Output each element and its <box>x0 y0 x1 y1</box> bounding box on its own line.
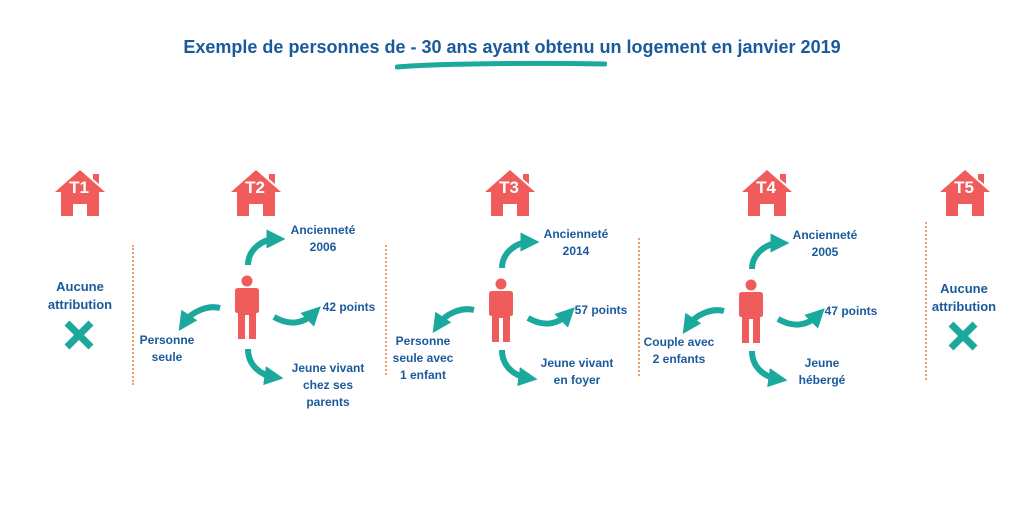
separator <box>638 238 640 376</box>
house-label: T4 <box>756 178 776 197</box>
house-label: T2 <box>245 178 265 197</box>
composition-text-t3: Personne seule avec 1 enfant <box>392 334 454 382</box>
house-icon-t4: T4 <box>740 168 796 218</box>
person-icon <box>739 279 763 343</box>
status-text-t1: Aucune attribution <box>47 279 113 312</box>
points-text-t4: 47 points <box>824 304 878 318</box>
house-icon-t1: T1 <box>53 168 109 218</box>
house-icon-t5: T5 <box>938 168 994 218</box>
house-label: T3 <box>499 178 519 197</box>
diagram-title: Exemple de personnes de - 30 ans ayant o… <box>183 37 841 57</box>
situation-text-t3: Jeune vivant en foyer <box>540 356 614 387</box>
profile-group-t3 <box>424 228 624 418</box>
x-icon <box>64 320 94 350</box>
arrows-icon <box>682 233 825 388</box>
separator <box>132 245 134 385</box>
x-icon <box>948 321 978 351</box>
situation-text-t2: Jeune vivant chez ses parents <box>291 361 365 409</box>
situation-text-t4: Jeune hébergé <box>798 356 846 387</box>
anciennete-text-t3: Ancienneté 2014 <box>543 227 609 258</box>
arrows-icon <box>432 232 575 387</box>
house-icon-t2: T2 <box>229 168 285 218</box>
house-icon-t3: T3 <box>483 168 539 218</box>
arrows-icon <box>178 229 321 386</box>
composition-text-t4: Couple avec 2 enfants <box>643 335 715 366</box>
points-text-t3: 57 points <box>574 303 628 317</box>
profile-group-t2 <box>170 225 370 415</box>
profile-group-t4 <box>674 229 874 419</box>
house-label: T5 <box>954 178 974 197</box>
anciennete-text-t4: Ancienneté 2005 <box>792 228 858 259</box>
points-text-t2: 42 points <box>322 300 376 314</box>
separator <box>385 245 387 375</box>
title-underline <box>395 60 607 70</box>
status-text-t5: Aucune attribution <box>931 281 997 314</box>
separator <box>925 222 927 380</box>
house-label: T1 <box>69 178 89 197</box>
person-icon <box>489 278 513 342</box>
person-icon <box>235 275 259 339</box>
composition-text-t2: Personne seule <box>139 333 195 364</box>
anciennete-text-t2: Ancienneté 2006 <box>290 223 356 254</box>
